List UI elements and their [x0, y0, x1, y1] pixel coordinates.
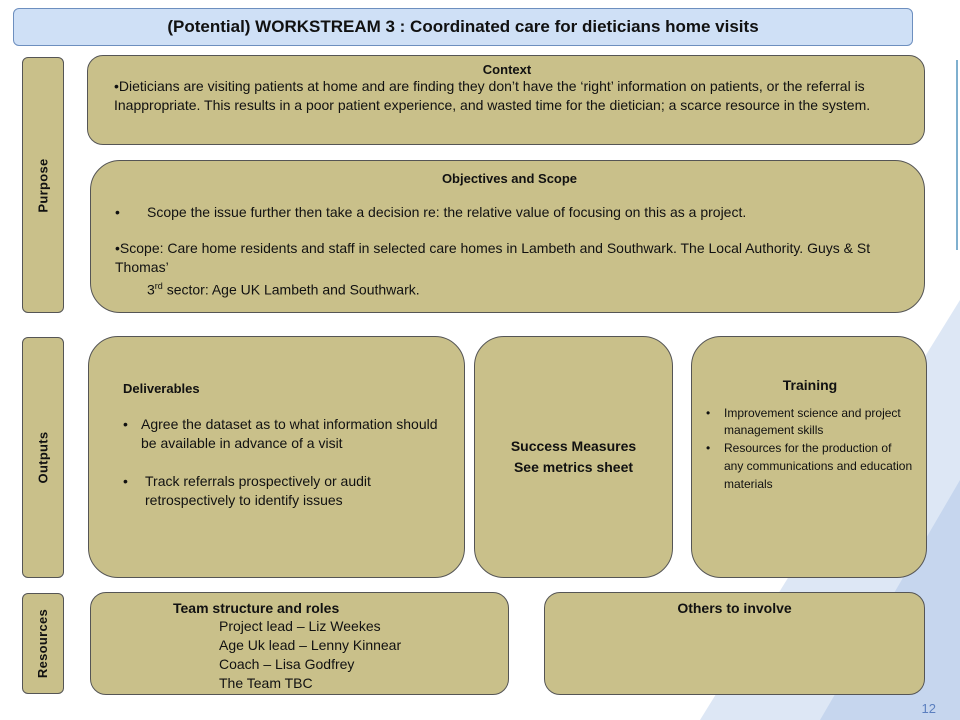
bullet-dot: • — [706, 441, 711, 455]
team-role-4: The Team TBC — [219, 675, 313, 691]
context-bullet: •Dieticians are visiting patients at hom… — [114, 77, 900, 115]
team-roles-list: Project lead – Liz Weekes Age Uk lead – … — [91, 617, 508, 693]
bullet-dot: • — [115, 240, 120, 256]
bullet-dot: • — [123, 416, 128, 432]
bullet-dot: • — [706, 406, 711, 420]
success-metrics-note: See metrics sheet — [513, 459, 634, 475]
objectives-text-2: Scope: Care home residents and staff in … — [115, 240, 871, 275]
objectives-text-1: Scope the issue further then take a deci… — [147, 204, 747, 220]
objectives-bullet-1: • Scope the issue further then take a dec… — [115, 203, 904, 222]
bullet-dot: • — [123, 473, 128, 489]
objectives-line3-sup: rd — [154, 281, 163, 291]
training-text-2: Resources for the production of any comm… — [724, 441, 926, 491]
section-tab-outputs: Outputs — [22, 337, 64, 578]
context-text: Dieticians are visiting patients at home… — [114, 78, 871, 113]
deliverables-text-1: Agree the dataset as to what information… — [141, 416, 438, 451]
objectives-box: Objectives and Scope • Scope the issue fu… — [90, 160, 925, 313]
training-title: Training — [782, 377, 838, 393]
slide-title: (Potential) WORKSTREAM 3 : Coordinated c… — [13, 8, 913, 46]
deliverables-text-2: Track referrals prospectively or audit r… — [145, 473, 371, 508]
objectives-bullet-2: •Scope: Care home residents and staff in… — [115, 239, 904, 277]
team-role-2: Age Uk lead – Lenny Kinnear — [219, 637, 402, 653]
section-label-outputs: Outputs — [35, 431, 51, 484]
training-text-1: Improvement science and project manageme… — [724, 406, 901, 437]
objectives-line3-rest: sector: Age UK Lambeth and Southwark. — [162, 281, 420, 298]
training-item-2: • Resources for the production of any co… — [706, 439, 914, 493]
objectives-line3-prefix: 3 — [147, 281, 155, 298]
objectives-line-3: 3rd sector: Age UK Lambeth and Southwark… — [115, 277, 904, 300]
deliverables-box: Deliverables • Agree the dataset as to w… — [88, 336, 465, 578]
team-title: Team structure and roles — [173, 600, 340, 616]
deliverables-item-2: • Track referrals prospectively or audit… — [123, 472, 444, 510]
success-box: Success Measures See metrics sheet — [474, 336, 673, 578]
bullet-dot: • — [115, 204, 120, 220]
team-box: Team structure and roles Project lead – … — [90, 592, 509, 695]
section-label-resources: Resources — [35, 608, 51, 679]
slide-title-text: (Potential) WORKSTREAM 3 : Coordinated c… — [167, 17, 759, 36]
team-role-1: Project lead – Liz Weekes — [219, 618, 381, 634]
section-tab-purpose: Purpose — [22, 57, 64, 313]
deliverables-item-1: • Agree the dataset as to what informati… — [123, 415, 444, 453]
others-box: Others to involve — [544, 592, 925, 695]
page-number: 12 — [921, 701, 936, 716]
context-title: Context — [482, 62, 532, 77]
bullet-dot: • — [114, 78, 119, 94]
section-label-purpose: Purpose — [35, 157, 51, 213]
others-title: Others to involve — [677, 600, 792, 616]
training-item-1: • Improvement science and project manage… — [706, 405, 914, 439]
success-title: Success Measures — [510, 438, 637, 454]
training-box: Training • Improvement science and proje… — [691, 336, 927, 578]
team-role-3: Coach – Lisa Godfrey — [219, 656, 355, 672]
objectives-title: Objectives and Scope — [441, 171, 578, 186]
deliverables-title: Deliverables — [123, 381, 200, 396]
context-box: Context •Dieticians are visiting patient… — [87, 55, 925, 145]
section-tab-resources: Resources — [22, 593, 64, 694]
